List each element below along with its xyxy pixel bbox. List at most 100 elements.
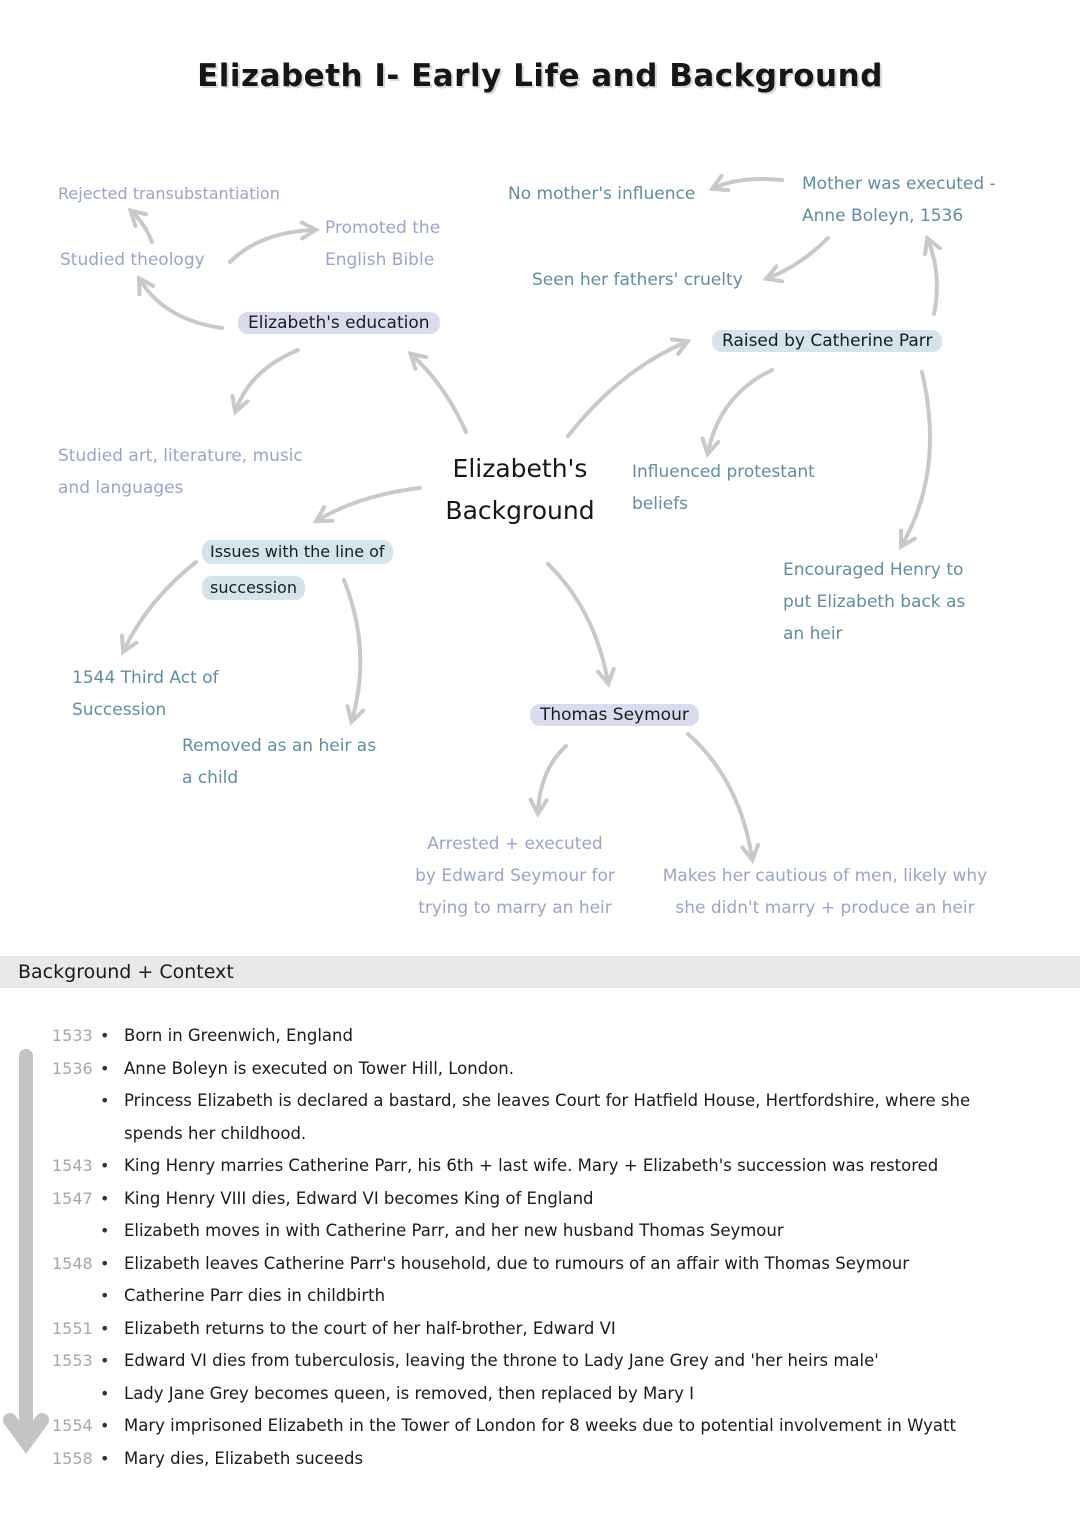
center-node: Elizabeth's Background (430, 448, 610, 532)
arrow-mother-cruelty (762, 236, 830, 284)
timeline-event-text: Mary dies, Elizabeth suceeds (124, 1448, 364, 1468)
timeline-event-text: Elizabeth moves in with Catherine Parr, … (124, 1221, 784, 1240)
context-heading: Background + Context (0, 956, 1080, 988)
timeline-event-text: Lady Jane Grey becomes queen, is removed… (124, 1383, 695, 1403)
studied-art-line2: and languages (58, 478, 184, 498)
succession-line2: succession (202, 576, 305, 600)
timeline-event-text: Catherine Parr dies in childbirth (124, 1286, 386, 1305)
rejected-transubstantiation-text: Rejected transubstantiation (58, 184, 280, 203)
arrested-line2: by Edward Seymour for (415, 866, 615, 886)
studied-art-line1: Studied art, literature, music (58, 446, 303, 466)
timeline-event-text: King Henry VIII dies, Edward VI becomes … (124, 1188, 594, 1208)
promoted-bible-text: Promoted the English Bible (325, 212, 440, 276)
timeline-event-text: Edward VI dies from tuberculosis, leavin… (124, 1351, 879, 1370)
bullet-dot-icon: • (100, 1448, 110, 1468)
catherine-node: Raised by Catherine Parr (712, 330, 943, 352)
timeline-year: 1551 (52, 1318, 93, 1338)
timeline-row: • Catherine Parr dies in childbirth (0, 1280, 1080, 1312)
timeline-year: 1536 (52, 1058, 93, 1078)
timeline-year: 1554 (52, 1416, 93, 1435)
timeline-event-text: Elizabeth leaves Catherine Parr's househ… (124, 1253, 910, 1273)
act-line1: 1544 Third Act of (72, 668, 219, 688)
arrow-catherine-protestant (700, 368, 774, 458)
timeline-row: • Lady Jane Grey becomes queen, is remove… (0, 1378, 1080, 1410)
arrow-theology-promoted (228, 220, 321, 264)
protestant-text: Influenced protestant beliefs (632, 456, 815, 520)
center-line1: Elizabeth's (452, 454, 588, 483)
timeline-year: 1548 (52, 1253, 93, 1273)
timeline-row: •Princess Elizabeth is declared a bastar… (0, 1085, 1080, 1117)
timeline-event-text: Elizabeth returns to the court of her ha… (124, 1318, 616, 1338)
bullet-dot-icon: • (100, 1286, 110, 1305)
arrow-seymour-cautious (686, 732, 761, 864)
bullet-dot-icon: • (100, 1156, 110, 1175)
timeline-event-text: Princess Elizabeth is declared a bastard… (124, 1091, 971, 1110)
timeline-year: 1547 (52, 1188, 93, 1208)
bullet-dot-icon: • (100, 1318, 110, 1338)
timeline-year: 1543 (52, 1156, 93, 1175)
timeline-row: 1553 • Edward VI dies from tuberculosis, l… (0, 1345, 1080, 1377)
mother-line2: Anne Boleyn, 1536 (802, 206, 964, 226)
promoted-line1: Promoted the (325, 218, 441, 238)
encouraged-text: Encouraged Henry to put Elizabeth back a… (783, 554, 965, 650)
arrow-seymour-arrested (528, 744, 568, 819)
timeline-year: 1553 (52, 1351, 93, 1370)
encouraged-line1: Encouraged Henry to (783, 560, 964, 580)
timeline-row: 1536 • Anne Boleyn is executed on Tower Hi… (0, 1053, 1080, 1085)
succession-line1: Issues with the line of (202, 540, 393, 564)
encouraged-line2: put Elizabeth back as (783, 592, 966, 612)
arrow-catherine-encouraged (899, 370, 933, 551)
bullet-dot-icon: • (100, 1188, 110, 1208)
bullet-dot-icon: • (100, 1058, 110, 1078)
removed-heir-text: Removed as an heir as a child (182, 730, 376, 794)
education-node: Elizabeth's education (238, 312, 440, 334)
arrow-succession-act (119, 560, 198, 656)
cruelty-text: Seen her fathers' cruelty (532, 270, 743, 290)
timeline-row: 1547 • King Henry VIII dies, Edward VI bec… (0, 1183, 1080, 1215)
center-line2: Background (445, 496, 595, 525)
removed-line2: a child (182, 768, 239, 788)
arrow-center-seymour (546, 562, 616, 688)
bullet-dot-icon: • (100, 1383, 110, 1403)
mother-executed-text: Mother was executed - Anne Boleyn, 1536 (802, 168, 996, 232)
cautious-text: Makes her cautious of men, likely why sh… (656, 860, 994, 924)
bullet-dot-icon: • (100, 1416, 110, 1435)
timeline-event-text: Anne Boleyn is executed on Tower Hill, L… (124, 1058, 514, 1078)
removed-line1: Removed as an heir as (182, 736, 377, 756)
arrested-line1: Arrested + executed (427, 834, 603, 854)
seymour-node: Thomas Seymour (530, 704, 699, 726)
page-title: Elizabeth I- Early Life and Background (197, 58, 883, 94)
bullet-dot-icon: • (100, 1221, 110, 1240)
bullet-dot-icon: • (100, 1026, 110, 1045)
arrow-catherine-mother (923, 234, 942, 316)
arrow-center-succession (312, 486, 422, 524)
act-line2: Succession (72, 700, 167, 720)
timeline-year: 1558 (52, 1448, 93, 1468)
cautious-line2: she didn't marry + produce an heir (675, 898, 975, 918)
timeline-row: 1558 • Mary dies, Elizabeth suceeds (0, 1443, 1080, 1475)
arrow-education-art (230, 348, 300, 416)
timeline-event-text: spends her childhood. (124, 1123, 307, 1143)
no-mother-text: No mother's influence (508, 184, 696, 204)
protestant-line2: beliefs (632, 494, 688, 514)
arrow-center-catherine (566, 337, 692, 438)
timeline-row: 1551 • Elizabeth returns to the court of h… (0, 1313, 1080, 1345)
third-act-text: 1544 Third Act of Succession (72, 662, 219, 726)
timeline-arrow-head (3, 1413, 49, 1454)
arrow-center-education (407, 350, 468, 434)
succession-node: Issues with the line of succession (202, 536, 393, 604)
arrow-mother-nomother (708, 173, 784, 193)
timeline-row: 1543 • King Henry marries Catherine Parr, … (0, 1150, 1080, 1182)
arrow-theology-rejected (127, 207, 154, 244)
cautious-line1: Makes her cautious of men, likely why (662, 866, 988, 886)
bullet-dot-icon: • (100, 1253, 110, 1273)
studied-art-text: Studied art, literature, music and langu… (58, 440, 303, 504)
arrested-text: Arrested + executed by Edward Seymour fo… (400, 828, 630, 924)
bullet-dot-icon: • (100, 1351, 110, 1370)
protestant-line1: Influenced protestant (632, 462, 815, 482)
studied-theology-text: Studied theology (60, 250, 205, 270)
timeline-row: • Elizabeth moves in with Catherine Parr,… (0, 1215, 1080, 1247)
timeline-event-text: King Henry marries Catherine Parr, his 6… (124, 1156, 939, 1175)
timeline-year: 1533 (52, 1026, 93, 1045)
